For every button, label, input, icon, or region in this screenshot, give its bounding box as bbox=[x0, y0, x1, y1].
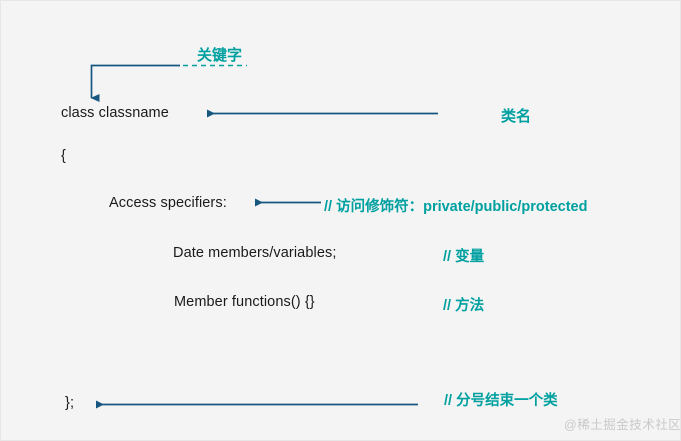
data-members-comment-label: // 变量 bbox=[443, 249, 485, 265]
watermark-label: @稀土掘金技术社区 bbox=[564, 418, 681, 432]
close-brace-comment-label: // 分号结束一个类 bbox=[444, 393, 558, 409]
member-functions-comment-label: // 方法 bbox=[443, 298, 485, 314]
keyword-leader-arrow bbox=[90, 64, 180, 102]
code-line-open-brace: { bbox=[61, 148, 66, 164]
classname-annotation-label: 类名 bbox=[501, 108, 532, 125]
code-line-member-functions: Member functions() {} bbox=[174, 294, 315, 310]
access-specifiers-comment-label: // 访问修饰符：private/public/protected bbox=[324, 199, 588, 215]
code-line-class-declaration: class classname bbox=[61, 105, 169, 121]
code-line-close-brace: }; bbox=[65, 395, 75, 411]
code-line-data-members: Date members/variables; bbox=[173, 245, 337, 261]
code-line-access-specifiers: Access specifiers: bbox=[109, 195, 227, 211]
keyword-annotation-label: 关键字 bbox=[197, 47, 243, 64]
